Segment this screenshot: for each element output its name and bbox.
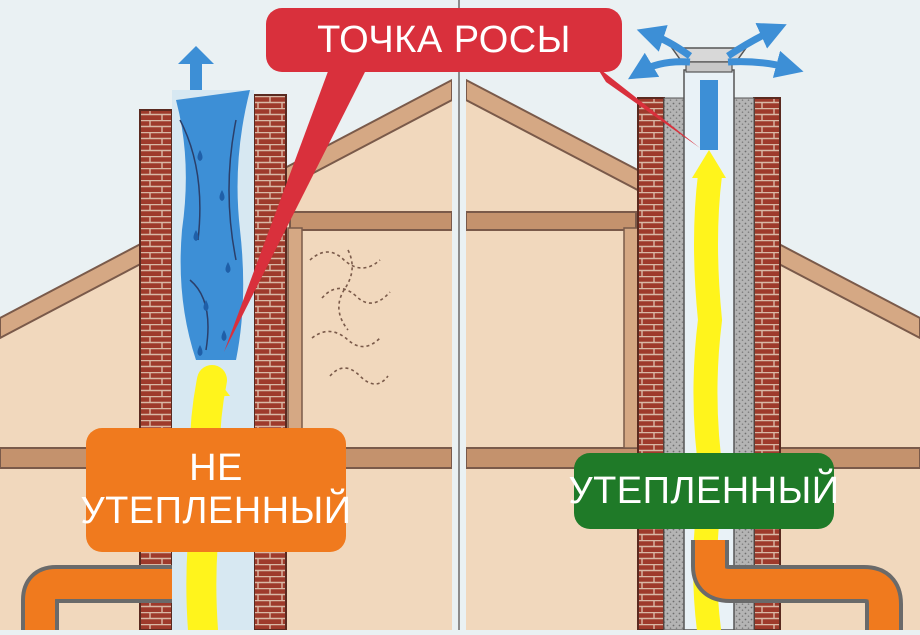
upward-arrow-icon — [178, 46, 214, 90]
water-drop-icon — [193, 150, 231, 356]
dew-point-pointers — [224, 66, 700, 352]
dew-point-label: ТОЧКА РОСЫ — [266, 8, 622, 72]
uninsulated-text-line1: НЕ — [189, 447, 243, 490]
condensate-stream — [700, 80, 718, 150]
insulated-label: УТЕПЛЕННЫЙ — [568, 453, 839, 529]
pipe-right — [691, 540, 903, 630]
insulated-text: УТЕПЛЕННЫЙ — [568, 469, 840, 512]
upward-arrow-icon — [194, 372, 230, 396]
dew-point-text: ТОЧКА РОСЫ — [317, 18, 571, 61]
pipe-left — [21, 565, 172, 630]
damp-wall-icon — [309, 249, 391, 385]
uninsulated-text-line2: УТЕПЛЕННЫЙ — [80, 490, 352, 532]
uninsulated-label: НЕ УТЕПЛЕННЫЙ — [80, 428, 351, 552]
upward-arrow-icon — [692, 150, 726, 178]
upward-arrow-icon — [627, 23, 804, 80]
